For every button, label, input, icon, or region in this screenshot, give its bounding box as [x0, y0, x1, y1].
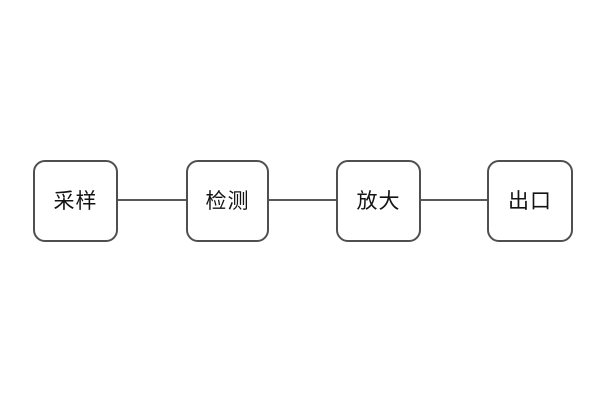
flow-node-outlet: 出口	[487, 160, 573, 242]
flow-node-sampling: 采样	[33, 160, 118, 242]
flow-node-sampling-label: 采样	[53, 189, 98, 213]
flow-node-detection-label: 检测	[205, 189, 250, 213]
connector-line-1	[118, 199, 186, 201]
flow-node-outlet-label: 出口	[508, 189, 552, 213]
connector-line-3	[421, 199, 487, 201]
connector-line-2	[269, 199, 336, 201]
flow-node-detection: 检测	[186, 160, 269, 242]
flow-node-amplification: 放大	[336, 160, 421, 242]
flow-node-amplification-label: 放大	[356, 189, 401, 213]
